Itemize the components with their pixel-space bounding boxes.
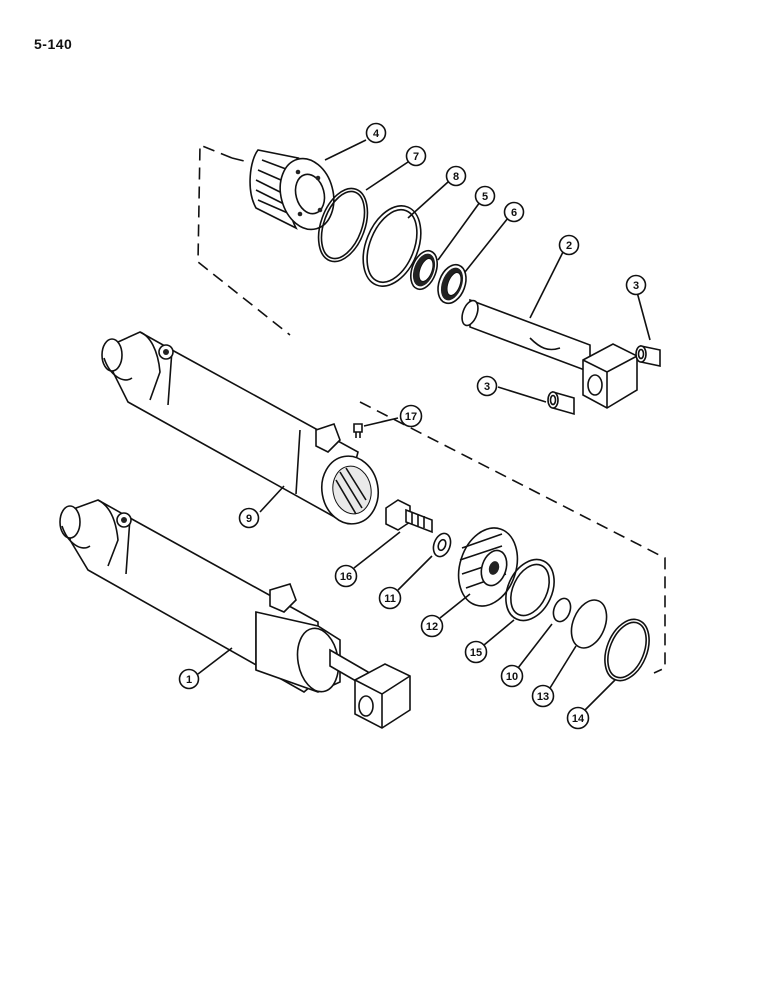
piston-rod-part-2 bbox=[461, 298, 638, 409]
grease-fitting-part-17 bbox=[353, 423, 363, 438]
o-ring-part-13 bbox=[570, 599, 608, 649]
rod-seal-part-5 bbox=[410, 249, 438, 291]
callout-14: 14 bbox=[566, 706, 590, 730]
callout-4: 4 bbox=[365, 122, 387, 144]
callout-2: 2 bbox=[558, 234, 580, 256]
page-number: 5-140 bbox=[34, 36, 73, 52]
wiper-seal-part-6 bbox=[437, 263, 467, 305]
callout-11: 11 bbox=[378, 586, 402, 610]
svg-text:9: 9 bbox=[246, 513, 252, 525]
o-ring-part-10 bbox=[552, 597, 572, 623]
callout-17: 17 bbox=[399, 404, 423, 428]
wear-ring-part-15 bbox=[505, 558, 555, 622]
bushing-part-3-upper bbox=[635, 345, 661, 367]
exploded-view-boundary bbox=[197, 143, 666, 674]
callout-7: 7 bbox=[405, 145, 427, 167]
svg-text:4: 4 bbox=[373, 128, 380, 140]
callout-12: 12 bbox=[420, 614, 444, 638]
svg-text:17: 17 bbox=[405, 411, 417, 423]
svg-text:10: 10 bbox=[506, 671, 518, 683]
svg-text:7: 7 bbox=[413, 151, 419, 163]
washer-part-11 bbox=[432, 532, 452, 558]
callout-15: 15 bbox=[464, 640, 488, 664]
svg-text:8: 8 bbox=[453, 171, 459, 183]
o-ring-part-7 bbox=[317, 187, 369, 263]
leader-lines bbox=[197, 139, 651, 711]
backup-ring-part-14 bbox=[604, 618, 650, 682]
svg-text:3: 3 bbox=[484, 381, 490, 393]
cylinder-assembly-part-1 bbox=[59, 499, 411, 729]
callout-16: 16 bbox=[334, 564, 358, 588]
callout-9: 9 bbox=[238, 507, 260, 529]
callout-10: 10 bbox=[500, 664, 524, 688]
bushing-part-3-lower bbox=[547, 390, 575, 416]
callout-3-upper: 3 bbox=[625, 274, 647, 296]
gland-part-4 bbox=[249, 149, 335, 231]
svg-text:14: 14 bbox=[572, 713, 585, 725]
svg-text:13: 13 bbox=[537, 691, 549, 703]
callout-8: 8 bbox=[445, 165, 467, 187]
callout-6: 6 bbox=[503, 201, 525, 223]
svg-text:6: 6 bbox=[511, 207, 517, 219]
exploded-view-boundary-top bbox=[231, 157, 249, 163]
svg-text:3: 3 bbox=[633, 280, 639, 292]
backup-ring-part-8 bbox=[362, 205, 422, 287]
svg-text:5: 5 bbox=[482, 191, 488, 203]
callout-1: 1 bbox=[178, 668, 200, 690]
svg-text:15: 15 bbox=[470, 647, 482, 659]
svg-text:1: 1 bbox=[186, 674, 192, 686]
bolt-part-16 bbox=[385, 499, 433, 534]
svg-text:16: 16 bbox=[340, 571, 352, 583]
callout-3-lower: 3 bbox=[476, 375, 498, 397]
svg-text:12: 12 bbox=[426, 621, 438, 633]
svg-text:11: 11 bbox=[384, 593, 396, 605]
svg-text:2: 2 bbox=[566, 240, 572, 252]
piston-part-12 bbox=[457, 527, 519, 607]
callout-13: 13 bbox=[531, 684, 555, 708]
callout-5: 5 bbox=[474, 185, 496, 207]
barrel-part-9 bbox=[101, 331, 379, 525]
